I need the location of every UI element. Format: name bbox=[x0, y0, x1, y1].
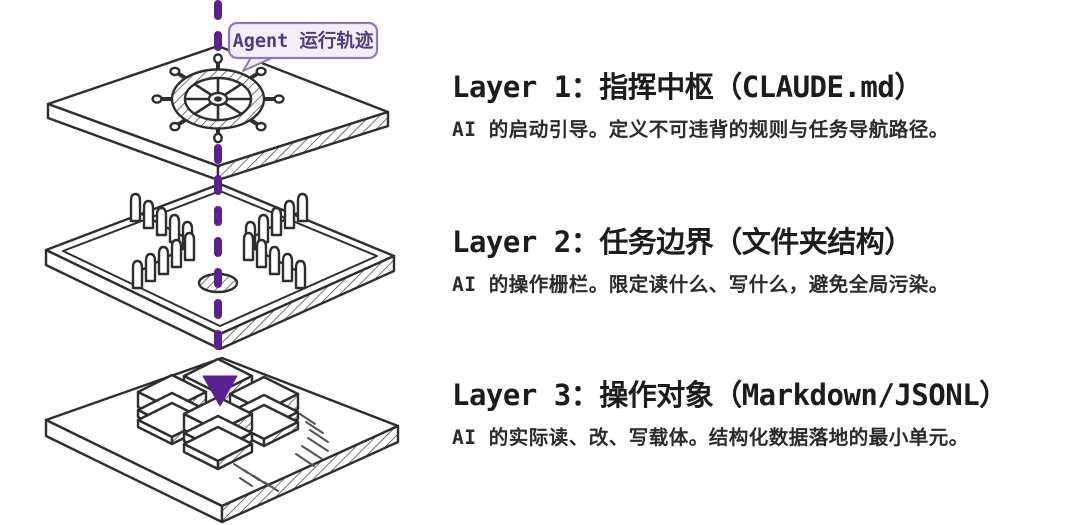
wheel-spokes bbox=[183, 76, 253, 122]
layer-2-text-block: Layer 2：任务边界（文件夹结构） AI 的操作栅栏。限定读什么、写什么，避… bbox=[452, 219, 1078, 297]
agent-trajectory-callout: Agent 运行轨迹 bbox=[227, 21, 379, 72]
wheel-hub-center bbox=[214, 96, 222, 102]
fence-icon bbox=[129, 192, 309, 290]
layer-3-plate bbox=[44, 356, 400, 524]
layer-3-description: AI 的实际读、改、写载体。结构化数据落地的最小单元。 bbox=[452, 426, 969, 449]
ship-wheel-icon bbox=[151, 53, 285, 144]
wheel-handles bbox=[151, 53, 285, 144]
layer-2-description: AI 的操作栅栏。限定读什么、写什么，避免全局污染。 bbox=[452, 273, 949, 296]
arrowhead-icon bbox=[202, 375, 238, 407]
layer-3-text-block: Layer 3：操作对象（Markdown/JSONL） AI 的实际读、改、写… bbox=[452, 372, 1078, 450]
layer-3-title: Layer 3：操作对象（Markdown/JSONL） bbox=[452, 378, 1008, 412]
block-shadows bbox=[233, 413, 329, 492]
stacked-layers-diagram: Agent 运行轨迹 bbox=[44, 0, 400, 524]
layer-2-title: Layer 2：任务边界（文件夹结构） bbox=[452, 225, 913, 259]
layer-1-description: AI 的启动引导。定义不可违背的规则与任务导航路径。 bbox=[452, 118, 949, 141]
plate-inner-border bbox=[62, 190, 378, 327]
callout-label: Agent 运行轨迹 bbox=[233, 30, 374, 52]
layer-1-text-block: Layer 1：指挥中枢（CLAUDE.md） AI 的启动引导。定义不可违背的… bbox=[452, 64, 1078, 142]
blocks-icon bbox=[136, 357, 300, 471]
callout-bubble bbox=[227, 21, 379, 60]
agent-trajectory-arrow bbox=[202, 0, 238, 407]
layer-1-title: Layer 1：指挥中枢（CLAUDE.md） bbox=[452, 70, 923, 104]
